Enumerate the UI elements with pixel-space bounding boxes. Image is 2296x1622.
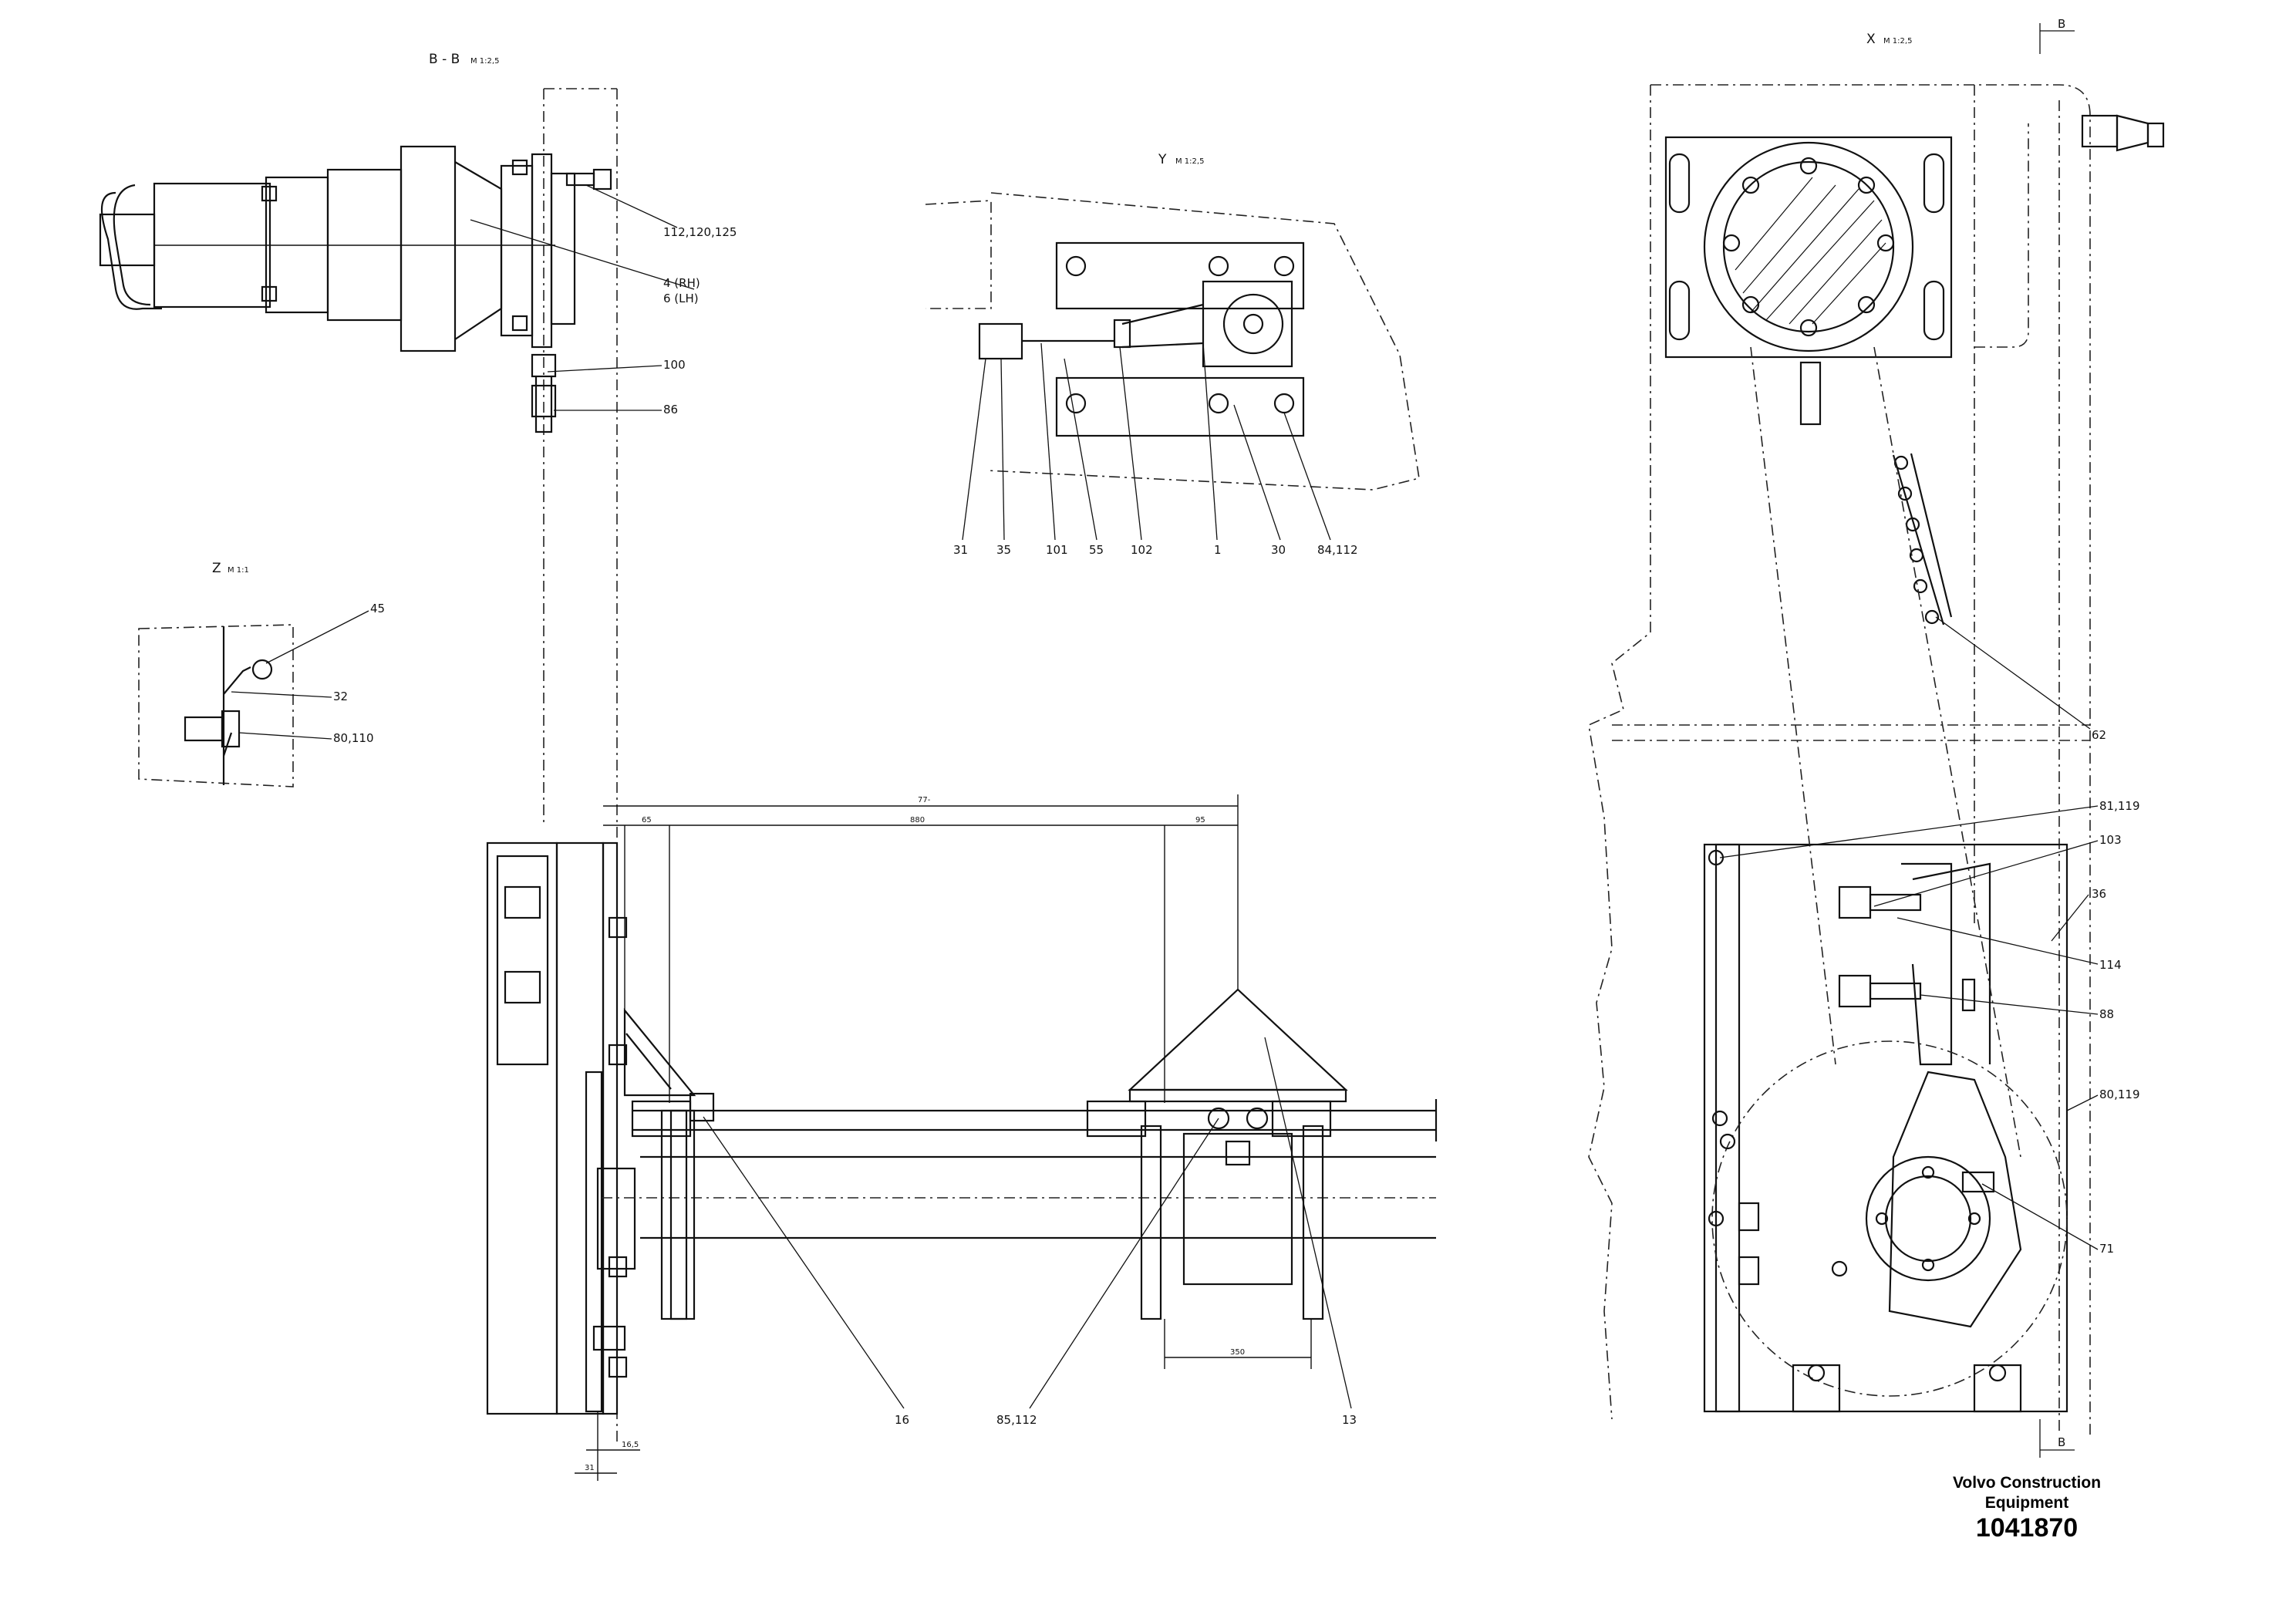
part-number: 1041870 [1975, 1513, 2079, 1543]
callout-112-120-125: 112,120,125 [663, 225, 737, 239]
callout-45: 45 [370, 602, 385, 615]
callout-4-rh: 4 (RH) [663, 276, 700, 290]
chain [1892, 453, 1953, 626]
dim-31: 31 [585, 1464, 595, 1472]
dim-overall: 77- [918, 796, 931, 804]
view-x: X M 1:2,5 B B [1588, 17, 2165, 1458]
view-z-title: Z [212, 561, 221, 576]
callout-30: 30 [1271, 543, 1286, 557]
section-bb-scale: M 1:2,5 [470, 57, 499, 66]
view-x-scale: M 1:2,5 [1883, 37, 1912, 46]
section-marker-bottom: B [2058, 1435, 2065, 1449]
callout-85-112: 85,112 [996, 1413, 1037, 1427]
view-z-scale: M 1:1 [228, 566, 249, 575]
callout-80-110: 80,110 [333, 731, 374, 745]
view-y-title: Y [1158, 152, 1167, 167]
dim-350: 350 [1230, 1348, 1245, 1357]
view-y: Y M 1:2,5 31 35 101 55 102 1 30 84 [925, 152, 1420, 557]
callout-36: 36 [2092, 887, 2106, 901]
frame-center-lines [543, 88, 618, 1442]
callout-86: 86 [663, 403, 678, 416]
callout-62: 62 [2092, 728, 2106, 742]
view-x-title: X [1866, 32, 1876, 47]
bearing-hatch [1735, 177, 1886, 325]
brand-line-1: Volvo Construction [1952, 1474, 2102, 1492]
callout-114: 114 [2099, 958, 2122, 972]
callout-71: 71 [2099, 1242, 2114, 1256]
callout-1: 1 [1214, 543, 1222, 557]
dim-16-5: 16,5 [622, 1441, 639, 1449]
section-bb-view: B - B M 1:2,5 112,120,125 4 (RH) 6 (LH) … [99, 52, 737, 433]
main-assembly-view: 77- 65 880 95 350 16,5 31 16 85,112 13 [486, 794, 1438, 1481]
brand-name: Volvo Construction Equipment [1911, 1473, 2143, 1513]
callout-6-lh: 6 (LH) [663, 292, 699, 305]
callout-32: 32 [333, 690, 348, 703]
callout-16: 16 [895, 1413, 909, 1427]
callout-55: 55 [1089, 543, 1104, 557]
dim-880: 880 [910, 816, 925, 824]
callout-80-119: 80,119 [2099, 1088, 2140, 1101]
view-z: Z M 1:1 45 32 80,110 [138, 561, 385, 787]
callout-103: 103 [2099, 833, 2122, 847]
callout-88: 88 [2099, 1007, 2114, 1021]
callout-35: 35 [996, 543, 1011, 557]
brand-line-2: Equipment [1984, 1494, 2069, 1512]
callout-100: 100 [663, 358, 686, 372]
callout-31: 31 [953, 543, 968, 557]
callout-81-119: 81,119 [2099, 799, 2140, 813]
dim-95: 95 [1195, 816, 1205, 824]
view-y-scale: M 1:2,5 [1175, 157, 1204, 166]
callout-102: 102 [1131, 543, 1153, 557]
section-bb-title: B - B [429, 52, 460, 67]
dim-65: 65 [642, 816, 652, 824]
section-marker-top: B [2058, 17, 2065, 31]
callout-84-112: 84,112 [1317, 543, 1358, 557]
callout-101: 101 [1046, 543, 1068, 557]
callout-13: 13 [1342, 1413, 1357, 1427]
